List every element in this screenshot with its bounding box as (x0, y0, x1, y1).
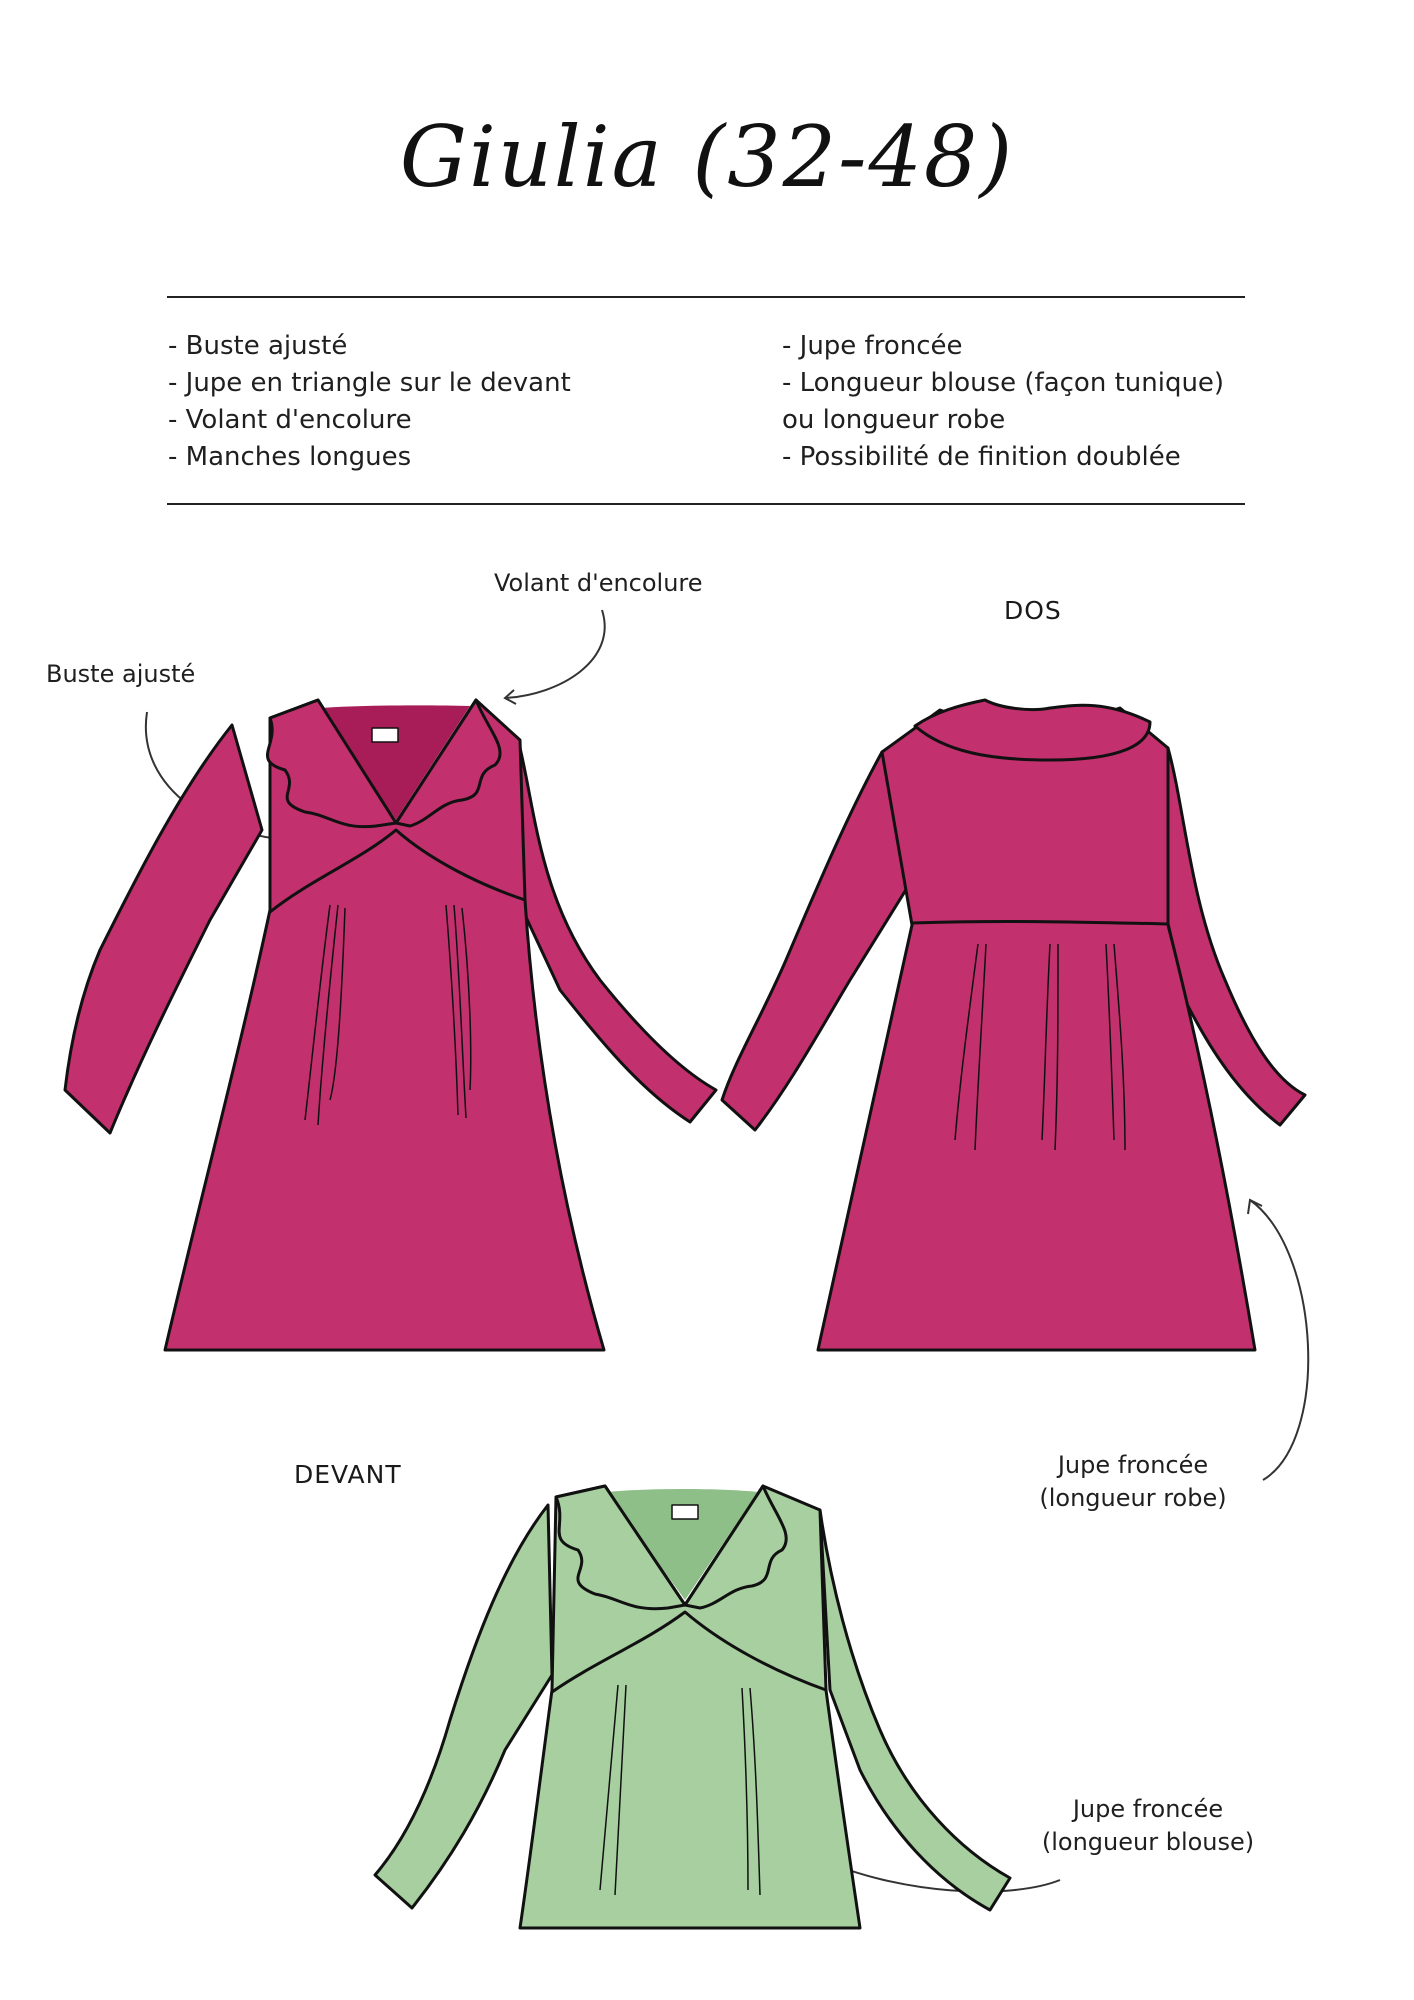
label-volant-encolure: Volant d'encolure (494, 569, 703, 597)
arrow-volant (504, 609, 606, 699)
top-divider (167, 296, 1245, 298)
label-jupe-froncee-blouse: Jupe froncée (longueur blouse) (1028, 1793, 1268, 1859)
back-dress-gather-right (1105, 943, 1126, 1151)
front-dress-body (163, 698, 606, 1352)
front-dress-right-sleeve (516, 746, 718, 1124)
back-dress (720, 698, 1307, 1352)
page-title: Giulia (32-48) (399, 108, 1015, 206)
front-dress-gather-left (304, 904, 346, 1126)
front-dress (63, 698, 718, 1352)
label-dos: DOS (1004, 596, 1062, 625)
front-blouse-neck-inner (607, 1489, 758, 1600)
front-dress-ruffle-right (394, 698, 502, 828)
front-blouse-empire-seam (551, 1610, 827, 1694)
feature-item: - Manches longues (168, 442, 412, 472)
front-dress-left-sleeve (63, 723, 264, 1135)
back-dress-right-sleeve (1163, 746, 1307, 1127)
front-blouse-ruffle-left (554, 1484, 687, 1611)
feature-item: - Buste ajusté (168, 331, 348, 361)
back-dress-ruffle (913, 698, 1152, 762)
label-line: (longueur blouse) (1041, 1828, 1255, 1856)
feature-item: - Possibilité de finition doublée (782, 442, 1181, 472)
back-dress-waist-seam (911, 919, 1169, 926)
front-dress-empire-seam (269, 828, 526, 914)
label-jupe-froncee-robe: Jupe froncée (longueur robe) (1018, 1449, 1248, 1515)
front-dress-gather-right (445, 904, 472, 1119)
front-blouse-left-sleeve (373, 1503, 554, 1910)
label-line: (longueur robe) (1039, 1484, 1227, 1512)
front-blouse-ruffle-right (683, 1484, 788, 1610)
feature-item: - Volant d'encolure (168, 405, 412, 435)
front-blouse (373, 1484, 1012, 1930)
front-blouse-label-tag (671, 1504, 699, 1520)
front-blouse-gather-left (599, 1684, 627, 1896)
feature-item: - Jupe en triangle sur le devant (168, 368, 571, 398)
label-devant: DEVANT (294, 1460, 402, 1489)
label-line: Jupe froncée (1057, 1451, 1209, 1479)
label-buste-ajuste: Buste ajusté (46, 660, 196, 688)
features-right: - Jupe froncée - Longueur blouse (façon … (782, 328, 1224, 476)
front-dress-ruffle-left (265, 698, 398, 829)
front-blouse-gather-right (741, 1687, 761, 1896)
arrow-jupe-robe-head (1247, 1198, 1263, 1215)
label-line: Jupe froncée (1072, 1795, 1224, 1823)
back-dress-left-sleeve (720, 750, 914, 1132)
feature-item: ou longueur robe (782, 405, 1006, 435)
arrow-jupe-robe (1249, 1199, 1310, 1481)
front-blouse-right-sleeve (818, 1508, 1012, 1912)
features-left: - Buste ajusté - Jupe en triangle sur le… (168, 328, 571, 476)
front-dress-label-tag (371, 727, 399, 743)
bottom-divider (167, 503, 1245, 505)
feature-item: - Jupe froncée (782, 331, 963, 361)
back-dress-gather-left (954, 943, 987, 1151)
arrow-volant-head (503, 689, 517, 705)
feature-item: - Longueur blouse (façon tunique) (782, 368, 1225, 398)
back-dress-gather-center (1041, 943, 1059, 1151)
front-dress-neck-inner (322, 705, 470, 820)
